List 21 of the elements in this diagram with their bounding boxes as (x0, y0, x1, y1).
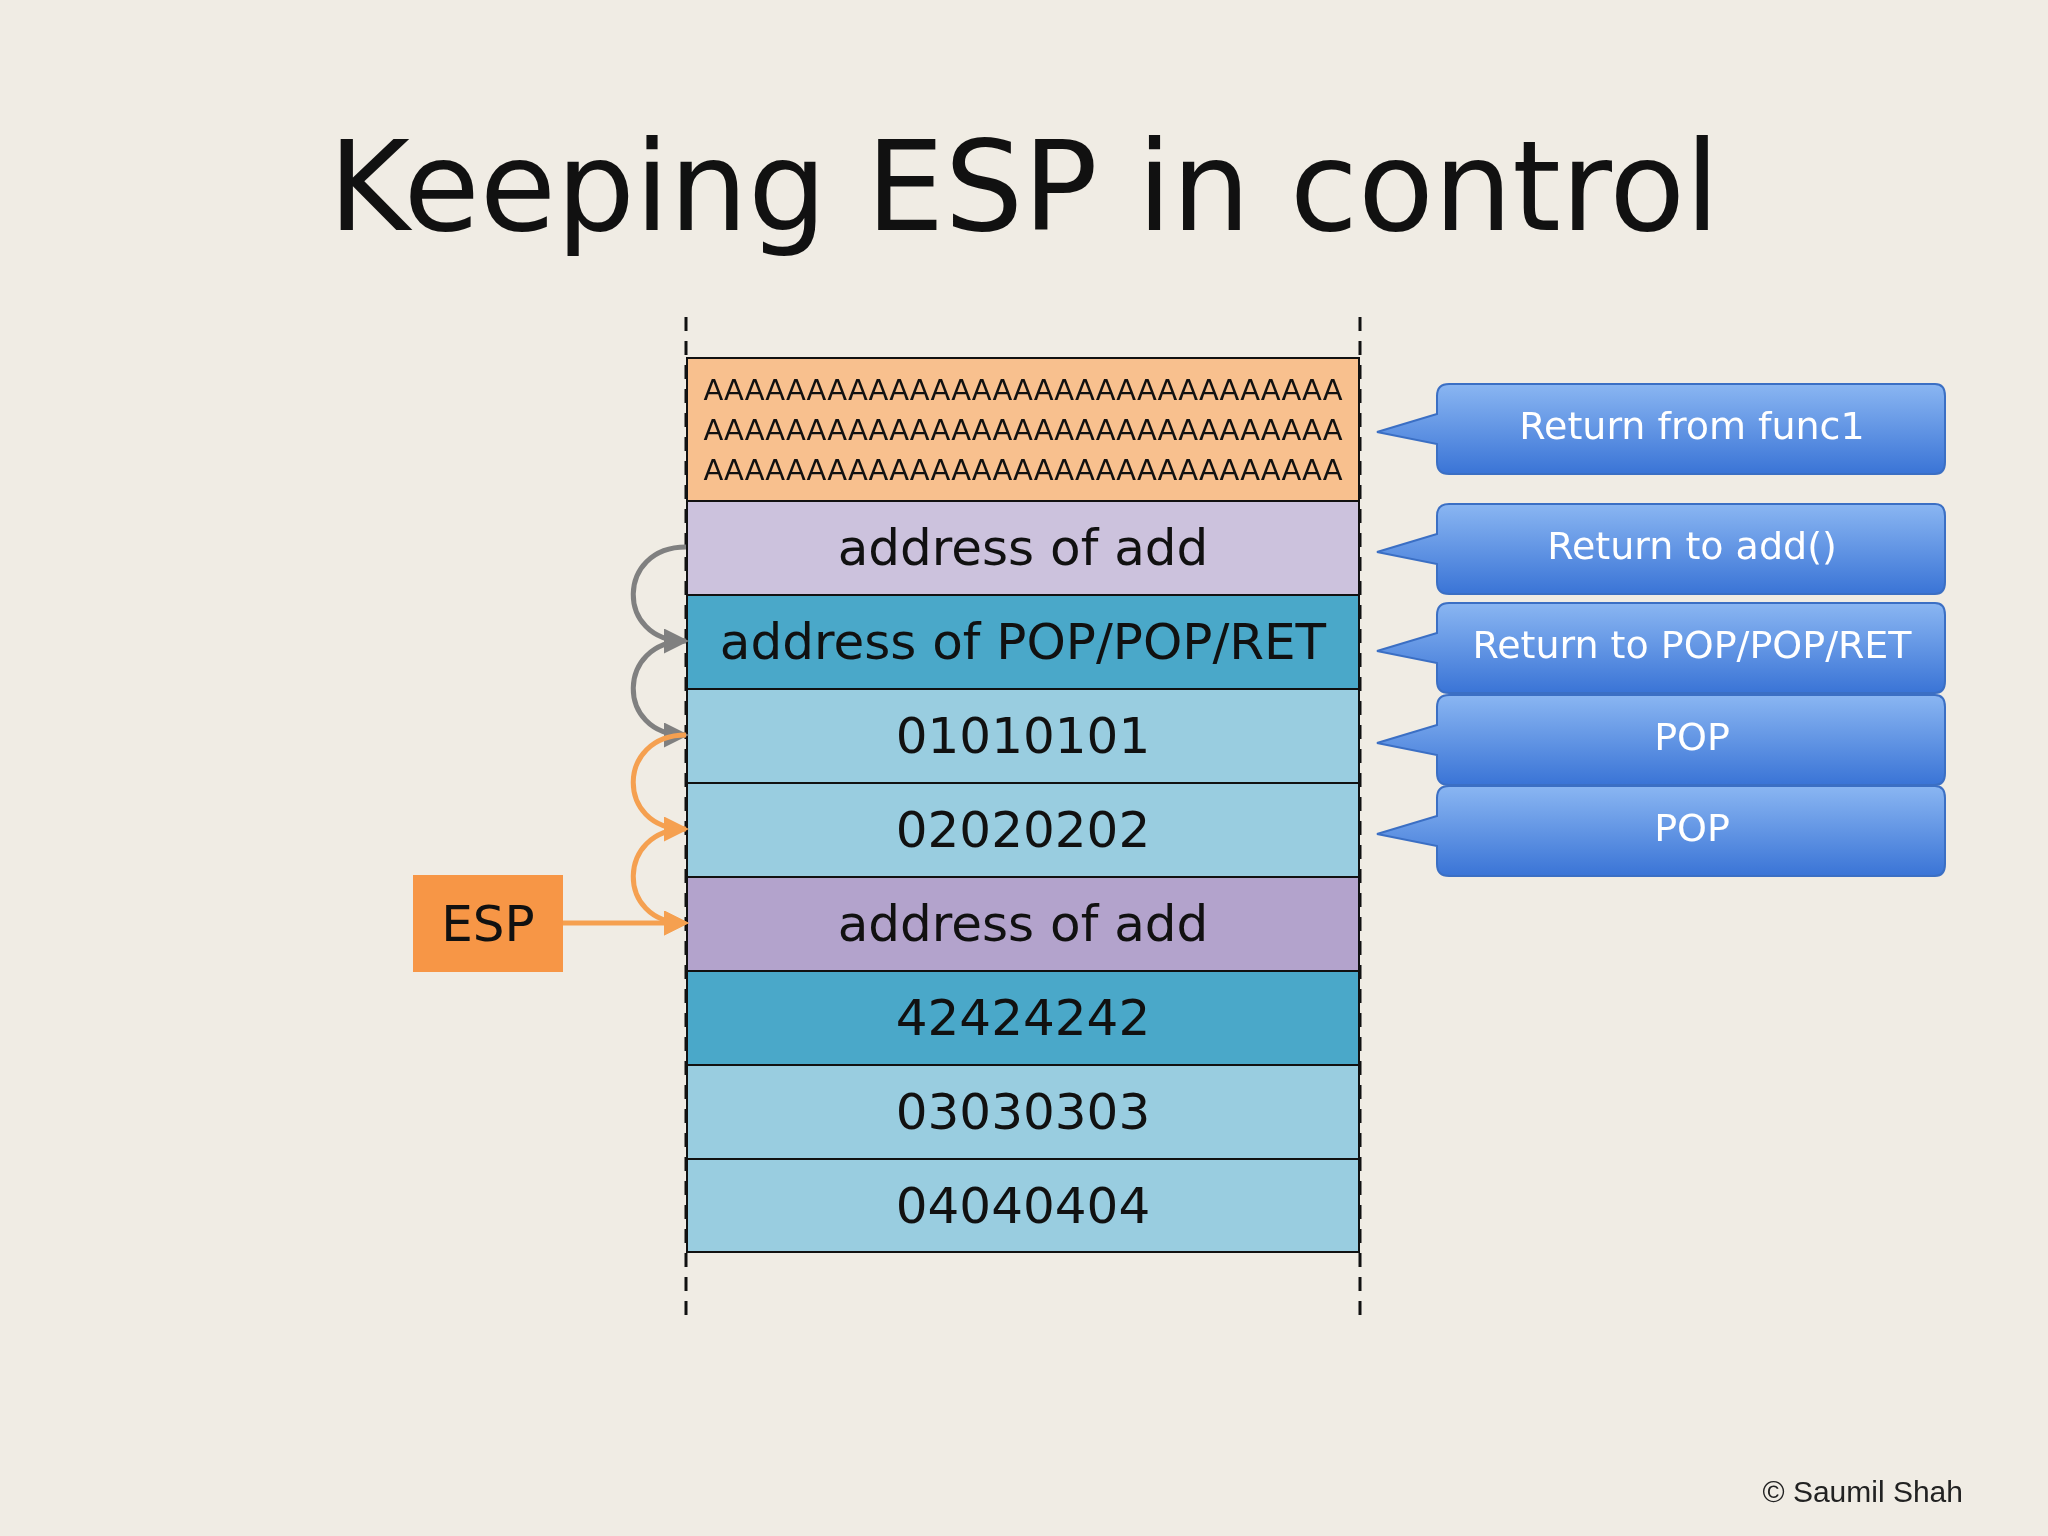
callout-text: Return to POP/POP/RET (1471, 623, 1913, 667)
stack-cell: 03030303 (686, 1064, 1360, 1160)
stack-cell: address of add (686, 500, 1360, 596)
stack-cell: 42424242 (686, 970, 1360, 1066)
slide-title: Keeping ESP in control (327, 115, 1721, 259)
arrow (630, 544, 689, 652)
stack-cell: 01010101 (686, 688, 1360, 784)
pointer-label-box: ESP (413, 875, 563, 972)
arrow (630, 638, 689, 746)
stack-cell: 04040404 (686, 1158, 1360, 1253)
arrow (630, 732, 689, 840)
stack-cell: address of POP/POP/RET (686, 594, 1360, 690)
arrow (563, 910, 689, 936)
stack-cell: AAAAAAAAAAAAAAAAAAAAAAAAAAAAAAA AAAAAAAAAAAAAAAAAAAAAAAAAAAAAAA AAAAAAAAAAAAAAAAAAAAAAAAAAAAAAA (686, 357, 1360, 502)
stack-cell: 02020202 (686, 782, 1360, 878)
callout-text: POP (1653, 806, 1731, 850)
callout-text: POP (1653, 715, 1731, 759)
stack-cell: address of add (686, 876, 1360, 972)
copyright-note: © Saumil Shah (1762, 1475, 1963, 1509)
callout-text: Return to add() (1546, 524, 1838, 568)
callout-text: Return from func1 (1518, 404, 1866, 448)
